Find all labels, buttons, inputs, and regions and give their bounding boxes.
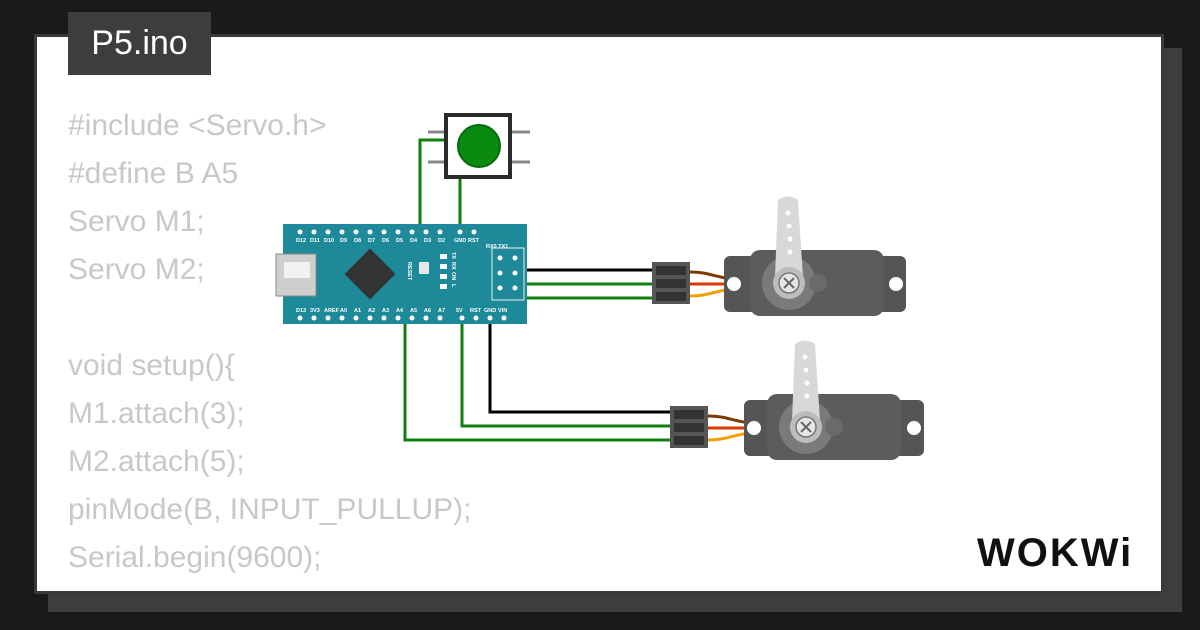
- pin-label: AREF: [324, 308, 340, 314]
- pin-label: GND: [454, 238, 466, 244]
- pin-label: D11: [310, 238, 320, 244]
- code-preview: #include <Servo.h> #define B A5 Servo M1…: [68, 102, 471, 582]
- logo-text: WOKWi: [977, 531, 1133, 575]
- led-label-l: L: [450, 284, 456, 288]
- led-label-tx: TX: [450, 252, 456, 259]
- led-label-rx: RX: [450, 262, 456, 270]
- arduino-nano-board[interactable]: D12 D11 D10 D9 D8 D7 D6 D5 D4 D3 D2 GND …: [275, 224, 527, 324]
- pin-label: RST: [468, 238, 480, 244]
- code-line: M1.attach(3);: [68, 397, 245, 430]
- pin-label: 3V3: [310, 308, 320, 314]
- rx-tx-label: RX0 TX1: [486, 244, 508, 250]
- code-line: Servo M1;: [68, 205, 205, 238]
- pin-label: D3: [424, 238, 431, 244]
- pin-label: A0: [340, 308, 347, 314]
- code-line: Serial.begin(9600);: [68, 541, 322, 574]
- pushbutton[interactable]: [428, 113, 530, 179]
- pin-label: D7: [368, 238, 375, 244]
- code-line: void setup(){: [68, 349, 235, 382]
- code-line: #include <Servo.h>: [68, 109, 327, 142]
- pin-label: VIN: [498, 308, 507, 314]
- led-label-on: ON: [450, 272, 456, 280]
- pin-label: A3: [382, 308, 389, 314]
- pin-label: D12: [296, 238, 306, 244]
- wokwi-logo: WOKWi: [977, 531, 1133, 575]
- wire-button-to-d3: [418, 138, 444, 232]
- pin-label: A7: [438, 308, 445, 314]
- pin-label: RST: [470, 308, 482, 314]
- wire-servo2-gnd: [488, 318, 672, 414]
- pin-label: D10: [324, 238, 334, 244]
- pin-label: A4: [396, 308, 404, 314]
- code-line: pinMode(B, INPUT_PULLUP);: [68, 493, 472, 526]
- pin-label: A2: [368, 308, 375, 314]
- reset-label: RESET: [406, 262, 412, 281]
- pin-label: D5: [396, 238, 403, 244]
- pin-label: D4: [410, 238, 418, 244]
- preview-card: [34, 34, 1164, 594]
- code-line: #define B A5: [68, 157, 239, 190]
- circuit-diagram: D12 D11 D10 D9 D8 D7 D6 D5 D4 D3 D2 GND …: [275, 113, 924, 461]
- pin-label: D13: [296, 308, 306, 314]
- servo-motor-2[interactable]: [670, 340, 924, 461]
- servo-motor-1[interactable]: [652, 196, 906, 317]
- pin-label: A6: [424, 308, 431, 314]
- pin-label: A1: [354, 308, 361, 314]
- pin-label: GND: [484, 308, 496, 314]
- wire-servo2-vcc: [460, 318, 672, 428]
- pin-label: 5V: [456, 308, 463, 314]
- file-name-tab[interactable]: P5.ino: [68, 12, 211, 75]
- pin-label: A5: [410, 308, 417, 314]
- pin-label: D2: [438, 238, 445, 244]
- code-line: M2.attach(5);: [68, 445, 245, 478]
- pin-label: D9: [340, 238, 347, 244]
- code-line: Servo M2;: [68, 253, 205, 286]
- pin-label: D8: [354, 238, 361, 244]
- pin-label: D6: [382, 238, 389, 244]
